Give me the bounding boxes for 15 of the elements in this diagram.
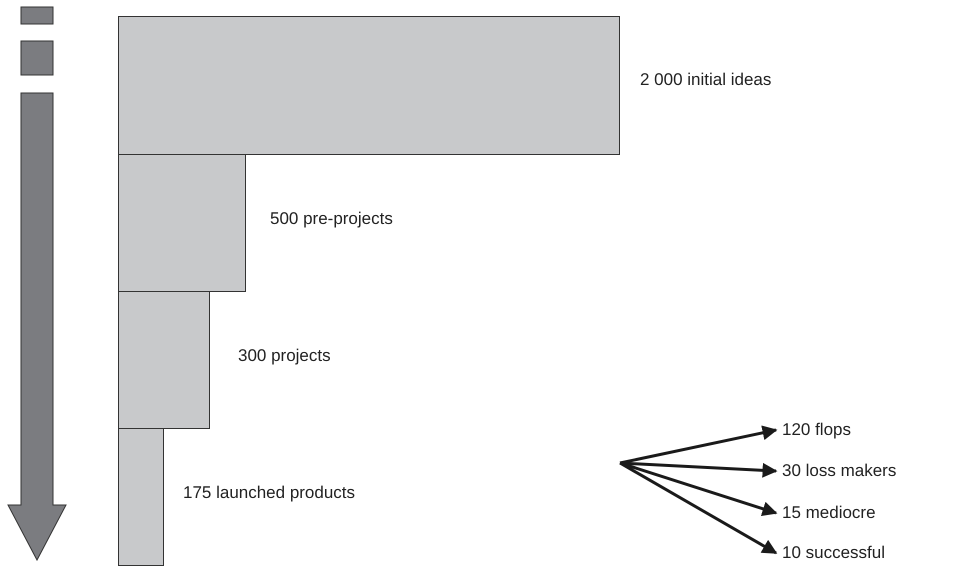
funnel-bar	[118, 428, 164, 566]
stage-count-label: 2 000 initial ideas	[640, 70, 772, 90]
arrow	[620, 462, 778, 516]
arrow	[620, 425, 778, 464]
outcome-label: 120 flops	[782, 420, 851, 440]
arrow	[619, 462, 778, 554]
stage-count-label: 175 launched products	[183, 483, 356, 503]
outcome-label: 15 mediocre	[782, 503, 876, 523]
outcome-label: 10 successful	[782, 543, 885, 563]
outcome-label: 30 loss makers	[782, 461, 896, 481]
funnel-bar	[118, 16, 620, 155]
stage-count-label: 300 projects	[238, 346, 331, 366]
funnel-bar	[118, 154, 246, 292]
stage-count-label: 500 pre-projects	[270, 209, 393, 229]
funnel-bar	[118, 291, 210, 429]
